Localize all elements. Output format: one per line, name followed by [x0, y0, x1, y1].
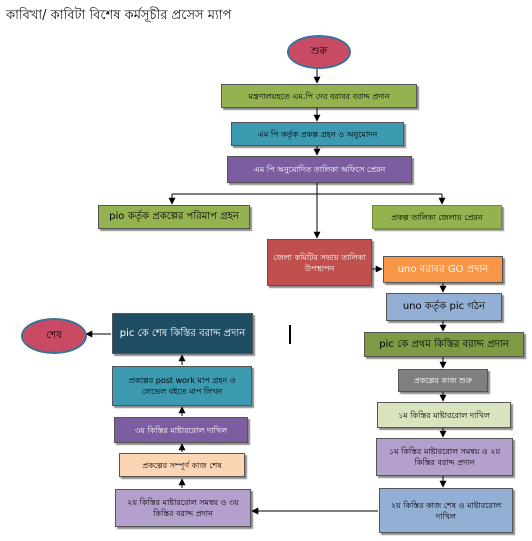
step-project-work-start: প্রকল্পের কাজ শুরু: [398, 369, 488, 392]
step-first-masterroll: ১ম কিস্তির মাষ্টাররোল দাখিল: [377, 402, 511, 428]
page-title: কাবিখা/ কাবিটা বিশেষ কর্মসূচীর প্রসেস ম্…: [6, 8, 232, 23]
step-first-installment: pic কে প্রথম কিস্তির বরাদ্দ প্রদান: [364, 332, 524, 357]
step-label: ২য় কিস্তির কাজ শেষ ও মাষ্টাররোল দাখিল: [390, 500, 502, 521]
end-oval: শেষ: [21, 318, 87, 354]
step-third-masterroll: ৩য় কিস্তির মাষ্টাররোল দাখিল: [114, 417, 248, 443]
step-label: মন্ত্রণালয়হতে এম.পি দের বরাবর বরাদ্দ প্…: [248, 91, 390, 101]
start-label: শুরু: [310, 45, 328, 57]
step-label: প্রকল্পের post work মাপ গ্রহন ও লেভেল বই…: [128, 376, 236, 396]
step-label: uno বরাবর GO প্রদান: [397, 263, 489, 275]
step-label: pic কে শেষ কিস্তির বরাদ্দ প্রদান: [119, 327, 246, 339]
step-label: প্রকল্প তালিকা জেলায় প্রেরন: [391, 212, 483, 222]
step-uno-forms-pic: uno কর্তৃক pic গঠন: [386, 293, 502, 321]
end-label: শেষ: [46, 329, 62, 341]
step-allocation-to-mp: মন্ত্রণালয়হতে এম.পি দের বরাবর বরাদ্দ প্…: [221, 84, 417, 108]
step-label: uno কর্তৃক pic গঠন: [402, 301, 486, 312]
step-label: ১ম কিস্তির মাষ্টাররোল দাখিল: [398, 410, 490, 420]
step-pio-measurement: pio কর্তৃক প্রকল্পের পরিমাপ গ্রহন: [98, 205, 250, 229]
step-third-installment: ২য় কিস্তির মাষ্টাররোল সমন্বয় ও ৩য় কিস…: [115, 489, 251, 527]
step-go-to-uno: uno বরাবর GO প্রদান: [383, 256, 503, 283]
step-label: জেলা কমিটির সভায় তালিকা উপস্থাপন: [273, 252, 366, 273]
step-label: ১ম কিস্তির মাষ্টাররোল সমন্বয় ও ২য় কিস্…: [388, 447, 501, 467]
step-send-list-office: এম পি অনুমোদিত তালিকা অফিসে প্রেরন: [227, 156, 412, 183]
step-label: pic কে প্রথম কিস্তির বরাদ্দ প্রদান: [379, 338, 509, 350]
start-oval: শুরু: [287, 35, 351, 69]
step-label: এম পি অনুমোদিত তালিকা অফিসে প্রেরন: [253, 165, 386, 174]
step-send-list-district: প্রকল্প তালিকা জেলায় প্রেরন: [372, 205, 502, 229]
step-post-work-measurement: প্রকল্পের post work মাপ গ্রহন ও লেভেল বই…: [112, 366, 252, 406]
step-label: ৩য় কিস্তির মাষ্টাররোল দাখিল: [134, 425, 228, 435]
step-label: প্রকল্পের কাজ শুরু: [413, 376, 473, 385]
text-cursor: [289, 325, 291, 344]
step-project-complete: প্রকল্পের সম্পূর্ণ কাজ শেষ: [119, 453, 245, 477]
step-mp-project-approval: এম পি কর্তৃক প্রকল্প গ্রহন ও অনুমোদন: [231, 122, 404, 146]
step-label: প্রকল্পের সম্পূর্ণ কাজ শেষ: [142, 460, 222, 470]
step-label: pio কর্তৃক প্রকল্পের পরিমাপ গ্রহন: [109, 211, 239, 222]
step-label: ২য় কিস্তির মাষ্টাররোল সমন্বয় ও ৩য় কিস…: [127, 498, 239, 518]
step-second-work-complete: ২য় কিস্তির কাজ শেষ ও মাষ্টাররোল দাখিল: [379, 488, 513, 533]
step-final-installment: pic কে শেষ কিস্তির বরাদ্দ প্রদান: [112, 313, 253, 354]
step-district-committee: জেলা কমিটির সভায় তালিকা উপস্থাপন: [267, 239, 372, 286]
step-second-installment: ১ম কিস্তির মাষ্টাররোল সমন্বয় ও ২য় কিস্…: [376, 438, 513, 476]
step-label: এম পি কর্তৃক প্রকল্প গ্রহন ও অনুমোদন: [257, 129, 378, 139]
